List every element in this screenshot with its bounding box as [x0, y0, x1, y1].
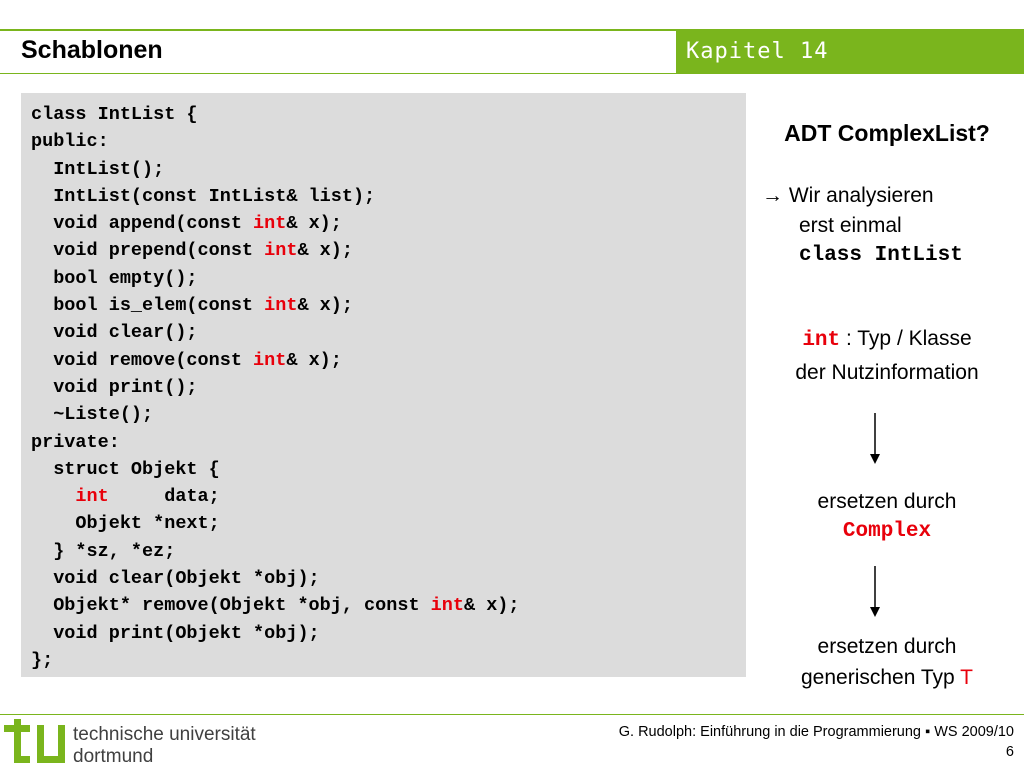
down-arrow-icon	[870, 413, 880, 464]
code-text: class IntList {	[31, 104, 198, 125]
title-underline	[0, 73, 676, 74]
code-line: Objekt *next;	[31, 510, 520, 537]
code-line: bool empty();	[31, 265, 520, 292]
footer-credit: G. Rudolph: Einführung in die Programmie…	[619, 722, 1014, 762]
code-text: private:	[31, 431, 120, 453]
code-text: public:	[31, 131, 109, 153]
code-listing-box: class IntList { public: IntList(); IntLis…	[21, 93, 746, 677]
code-listing: class IntList { public: IntList(); IntLis…	[31, 101, 520, 674]
code-line: void remove(const int& x);	[31, 347, 520, 374]
code-line: IntList();	[31, 156, 520, 183]
analyse-line-1: → Wir analysieren	[762, 184, 934, 207]
code-text: ~Liste();	[31, 404, 154, 426]
code-line: int data;	[31, 483, 520, 510]
code-text: & x);	[286, 213, 342, 235]
adt-heading: ADT ComplexList?	[784, 120, 990, 146]
analyse-line-2: erst einmal	[799, 214, 902, 237]
code-text: void print();	[31, 376, 198, 398]
replace-note-2: ersetzen durch generischen Typ T	[750, 631, 1024, 693]
code-text: & x);	[286, 349, 342, 371]
code-line: struct Objekt {	[31, 456, 520, 483]
code-line: Objekt* remove(Objekt *obj, const int& x…	[31, 592, 520, 619]
code-text: void clear();	[31, 322, 198, 344]
footer-credit-text: G. Rudolph: Einführung in die Programmie…	[618, 724, 1014, 740]
code-text: & x);	[463, 595, 520, 617]
code-text: void clear(Objekt *obj);	[31, 568, 320, 590]
int-info-note: int : Typ / Klasse der Nutzinformation	[750, 323, 1024, 389]
code-text: } *sz, *ez;	[31, 540, 176, 562]
chapter-badge: Kapitel 14	[676, 31, 1024, 74]
code-keyword-int: int	[253, 213, 287, 235]
university-line-2: dortmund	[73, 746, 154, 767]
generic-type-t: T	[960, 666, 973, 689]
code-keyword-int: int	[264, 295, 298, 317]
code-text: IntList();	[31, 158, 165, 180]
university-line-1: technische universität	[73, 724, 256, 745]
footer-line	[0, 714, 1024, 715]
code-text: struct Objekt {	[31, 458, 220, 480]
code-text: void append(const	[31, 213, 254, 235]
code-keyword-int: int	[430, 595, 464, 617]
code-line: bool is_elem(const int& x);	[31, 292, 520, 319]
replace2-line-1: ersetzen durch	[817, 635, 957, 658]
code-text: & x);	[297, 240, 353, 262]
code-text: void print(Objekt *obj);	[31, 622, 320, 644]
analyse-code: class IntList	[799, 244, 963, 267]
code-keyword-int: int	[264, 240, 298, 262]
page-number: 6	[1005, 744, 1014, 760]
code-line: void print();	[31, 374, 520, 401]
code-text: };	[31, 649, 54, 671]
analyse-note: → Wir analysieren erst einmal class IntL…	[762, 181, 963, 271]
replace1-code: Complex	[842, 520, 932, 543]
header-top-line	[0, 29, 1024, 31]
replace2-line-2: generischen Typ	[801, 666, 961, 689]
code-text: void remove(const	[31, 349, 254, 371]
tu-logo-icon	[4, 719, 65, 763]
code-line: void print(Objekt *obj);	[31, 620, 520, 647]
chapter-label: Kapitel 14	[686, 39, 829, 64]
code-text: void prepend(const	[31, 240, 265, 262]
code-text: & x);	[297, 295, 353, 317]
code-line: void append(const int& x);	[31, 210, 520, 237]
university-name: technische universität dortmund	[73, 724, 256, 768]
code-line: void clear();	[31, 319, 520, 346]
int-info-text-2: der Nutzinformation	[795, 361, 979, 384]
code-line: void prepend(const int& x);	[31, 237, 520, 264]
code-line: public:	[31, 128, 520, 155]
code-line: class IntList {	[31, 101, 520, 128]
down-arrow-icon	[870, 566, 880, 617]
code-line: IntList(const IntList& list);	[31, 183, 520, 210]
code-text: Objekt* remove(Objekt *obj, const	[31, 595, 431, 617]
code-text: data;	[108, 486, 220, 508]
code-line: ~Liste();	[31, 401, 520, 428]
code-text: IntList(const IntList& list);	[31, 185, 376, 207]
code-text	[31, 486, 75, 507]
code-text: bool is_elem(const	[31, 295, 265, 317]
int-info-text-1: : Typ / Klasse	[840, 327, 972, 350]
code-keyword-int: int	[253, 349, 287, 371]
slide-title: Schablonen	[21, 36, 163, 64]
code-line: };	[31, 647, 520, 674]
replace1-text: ersetzen durch	[817, 490, 957, 513]
code-line: } *sz, *ez;	[31, 538, 520, 565]
replace-note-1: ersetzen durch Complex	[750, 487, 1024, 547]
int-keyword: int	[802, 329, 841, 352]
code-keyword-int: int	[75, 486, 109, 508]
code-line: private:	[31, 429, 520, 456]
code-line: void clear(Objekt *obj);	[31, 565, 520, 592]
code-text: bool empty();	[31, 267, 198, 289]
code-text: Objekt *next;	[31, 513, 220, 535]
